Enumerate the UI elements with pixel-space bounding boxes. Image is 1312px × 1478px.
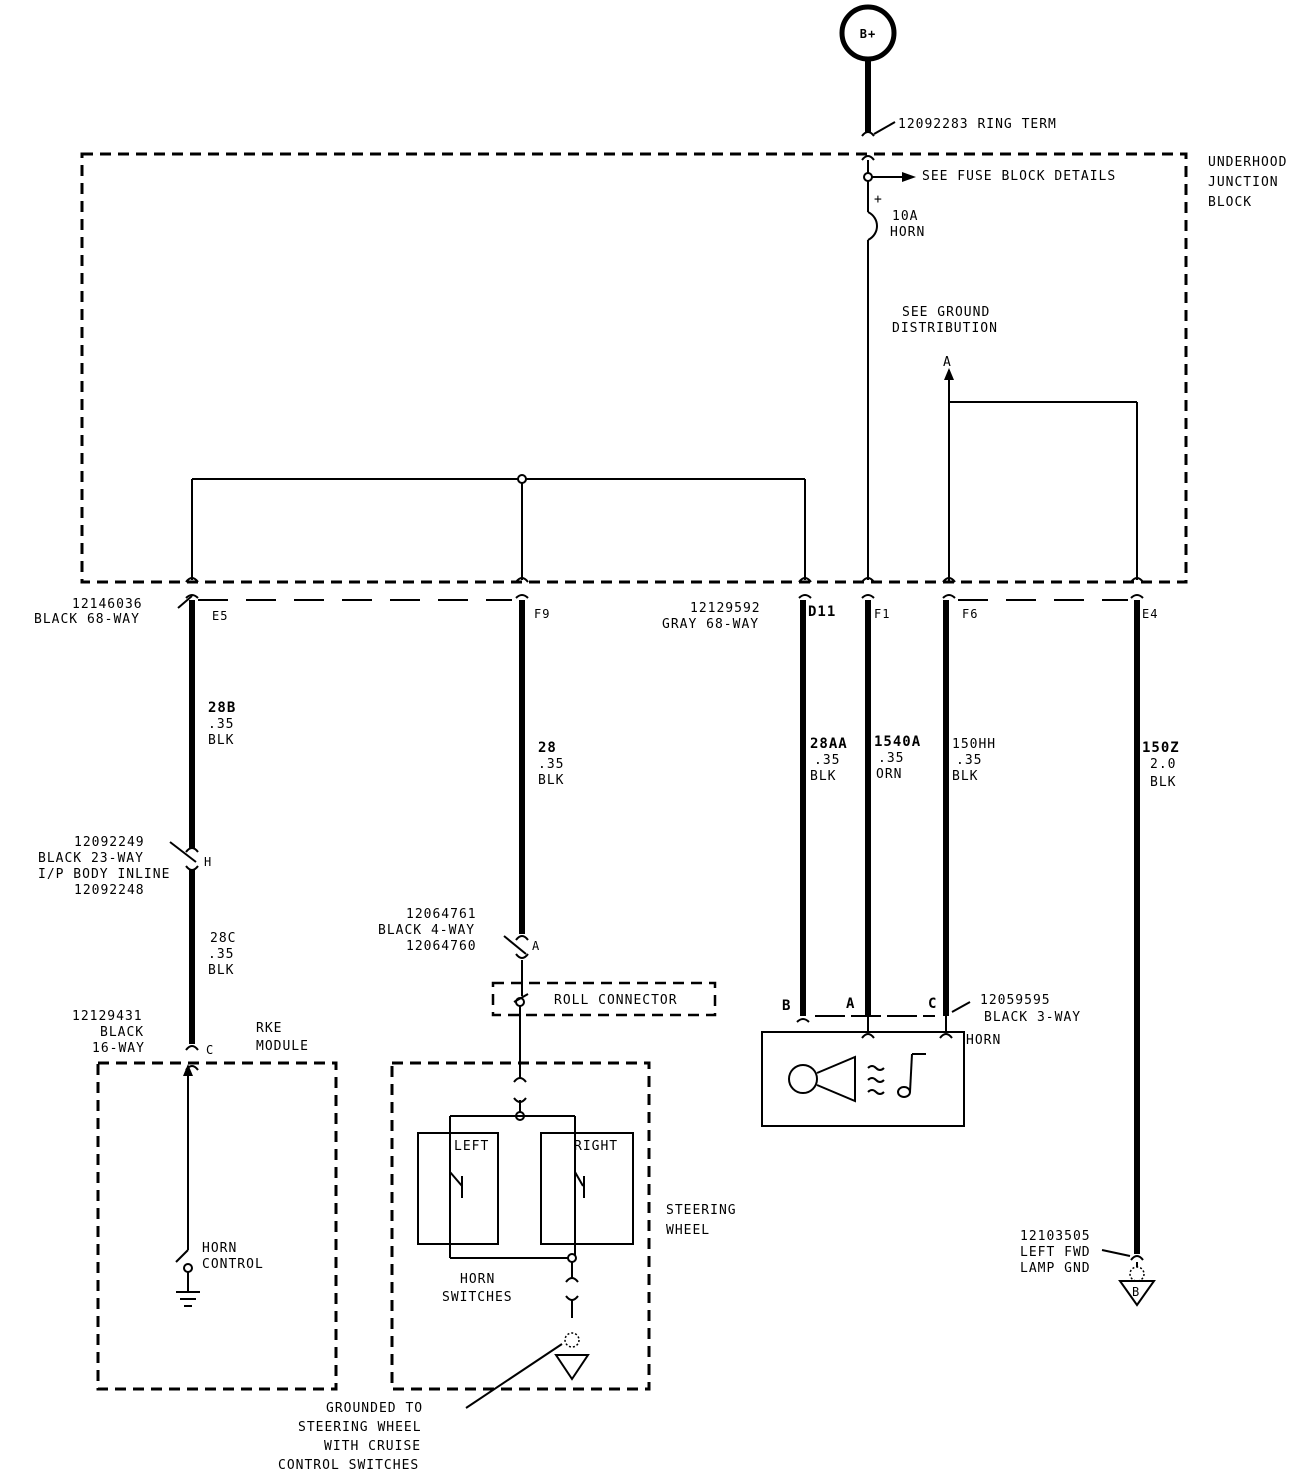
- wire-1540a-color: ORN: [876, 767, 902, 782]
- wire-28aa-gauge: .35: [814, 753, 840, 768]
- battery-positive-terminal: B+: [839, 4, 897, 62]
- wire-150z-gauge: 2.0: [1150, 757, 1176, 772]
- horn-pin-a: A: [846, 996, 855, 1012]
- ground-b-icon: [1118, 1280, 1156, 1307]
- horn-control-label-1: HORN: [202, 1241, 237, 1256]
- pin-e5: E5: [212, 609, 228, 623]
- wire-150z-color: BLK: [1150, 775, 1176, 790]
- junction-block-title-3: BLOCK: [1208, 195, 1252, 210]
- steering-wheel: [390, 1061, 651, 1391]
- left-connector-desc: BLACK 68-WAY: [34, 612, 140, 627]
- wire-28c-color: BLK: [208, 963, 234, 978]
- inline-connector-part: 12092249: [74, 835, 145, 850]
- grounded-note-2: STEERING WHEEL: [298, 1420, 422, 1435]
- rke-connector-part: 12129431: [72, 1009, 143, 1024]
- pin-f1: F1: [874, 607, 890, 621]
- wire-28-color: BLK: [538, 773, 564, 788]
- pin-d11: D11: [808, 604, 836, 620]
- horn-pin-b: B: [782, 998, 791, 1014]
- ground-connector-name: LAMP GND: [1020, 1261, 1091, 1276]
- horn-switches-label-1: HORN: [460, 1272, 495, 1287]
- ground-distribution-label-2: DISTRIBUTION: [892, 321, 998, 336]
- inline-connector-type: BLACK 23-WAY: [38, 851, 144, 866]
- steering-ground-icon: [554, 1354, 590, 1381]
- fuse-name: HORN: [890, 225, 925, 240]
- fuse-block-details-label: SEE FUSE BLOCK DETAILS: [922, 169, 1116, 184]
- rke-module-title-1: RKE: [256, 1021, 282, 1036]
- wire-1540a-circuit: 1540A: [874, 734, 921, 750]
- horn-connector-part: 12059595: [980, 993, 1051, 1008]
- b-plus-label: B+: [860, 27, 876, 41]
- ring-terminal-label: 12092283 RING TERM: [898, 117, 1057, 132]
- wire-150hh-color: BLK: [952, 769, 978, 784]
- ground-reference-a: A: [943, 355, 952, 370]
- horn-control-switch: [175, 1249, 189, 1263]
- fuse-plus-sign: +: [874, 192, 883, 207]
- junction-block-title-1: UNDERHOOD: [1208, 155, 1287, 170]
- right-connector-desc: GRAY 68-WAY: [662, 617, 759, 632]
- horn-label: HORN: [966, 1033, 1001, 1048]
- right-connector-part: 12129592: [690, 601, 761, 616]
- horn-connector-type: BLACK 3-WAY: [984, 1010, 1081, 1025]
- horn-pin-c: C: [928, 996, 937, 1012]
- steering-wheel-label-1: STEERING: [666, 1203, 737, 1218]
- pin-e4: E4: [1142, 607, 1158, 621]
- rke-module-title-2: MODULE: [256, 1039, 309, 1054]
- right-horn-switch: [540, 1132, 634, 1245]
- left-connector-part: 12146036: [72, 597, 143, 612]
- pin-c-rke: C: [206, 1043, 214, 1057]
- wire-1540a-gauge: .35: [878, 751, 904, 766]
- sound-waves-icon: [867, 1065, 885, 1095]
- wire-150hh-gauge: .35: [956, 753, 982, 768]
- pin-f9: F9: [534, 607, 550, 621]
- left-horn-switch: [417, 1132, 499, 1245]
- wire-28-gauge: .35: [538, 757, 564, 772]
- inline-connector-mate: 12092248: [74, 883, 145, 898]
- pin-h: H: [204, 855, 212, 869]
- inline-connector-name: I/P BODY INLINE: [38, 867, 170, 882]
- horn-control-label-2: CONTROL: [202, 1257, 264, 1272]
- right-switch-label: RIGHT: [574, 1139, 618, 1154]
- roll-connector-mate: 12064760: [406, 939, 477, 954]
- ground-distribution-label-1: SEE GROUND: [902, 305, 990, 320]
- module-ground-icon: [176, 1291, 200, 1307]
- rke-connector-color: BLACK: [100, 1025, 144, 1040]
- left-switch-label: LEFT: [454, 1139, 489, 1154]
- wire-28b-circuit: 28B: [208, 700, 236, 716]
- wire-28aa-circuit: 28AA: [810, 736, 848, 752]
- wire-28-circuit: 28: [538, 740, 557, 756]
- rke-module: [96, 1061, 338, 1391]
- wire-28b-color: BLK: [208, 733, 234, 748]
- underhood-junction-block: [80, 152, 1188, 584]
- pin-f6: F6: [962, 607, 978, 621]
- wire-150z-circuit: 150Z: [1142, 740, 1180, 756]
- horn-speaker-icon: [788, 1055, 856, 1103]
- wire-28aa-color: BLK: [810, 769, 836, 784]
- ground-connector-part: 12103505: [1020, 1229, 1091, 1244]
- roll-connector: [491, 981, 717, 1017]
- junction-block-title-2: JUNCTION: [1208, 175, 1279, 190]
- grounded-note-4: CONTROL SWITCHES: [278, 1458, 419, 1473]
- horn-fuse: [867, 211, 878, 241]
- rke-connector-way: 16-WAY: [92, 1041, 145, 1056]
- wire-28c-circuit: 28C: [210, 931, 236, 946]
- wire-150hh-circuit: 150HH: [952, 737, 996, 752]
- roll-connector-type: BLACK 4-WAY: [378, 923, 475, 938]
- steering-wheel-label-2: WHEEL: [666, 1223, 710, 1238]
- horn-switches-label-2: SWITCHES: [442, 1290, 513, 1305]
- ground-b-label: B: [1132, 1285, 1140, 1299]
- pin-a-roll: A: [532, 939, 540, 953]
- roll-connector-part: 12064761: [406, 907, 477, 922]
- music-note-icon: [897, 1053, 926, 1098]
- grounded-note-3: WITH CRUISE: [324, 1439, 421, 1454]
- wire-28b-gauge: .35: [208, 717, 234, 732]
- horn: [761, 1031, 965, 1127]
- grounded-note-1: GROUNDED TO: [326, 1401, 423, 1416]
- roll-connector-label: ROLL CONNECTOR: [554, 993, 678, 1008]
- wire-28c-gauge: .35: [208, 947, 234, 962]
- fuse-rating: 10A: [892, 209, 918, 224]
- ground-connector-side: LEFT FWD: [1020, 1245, 1091, 1260]
